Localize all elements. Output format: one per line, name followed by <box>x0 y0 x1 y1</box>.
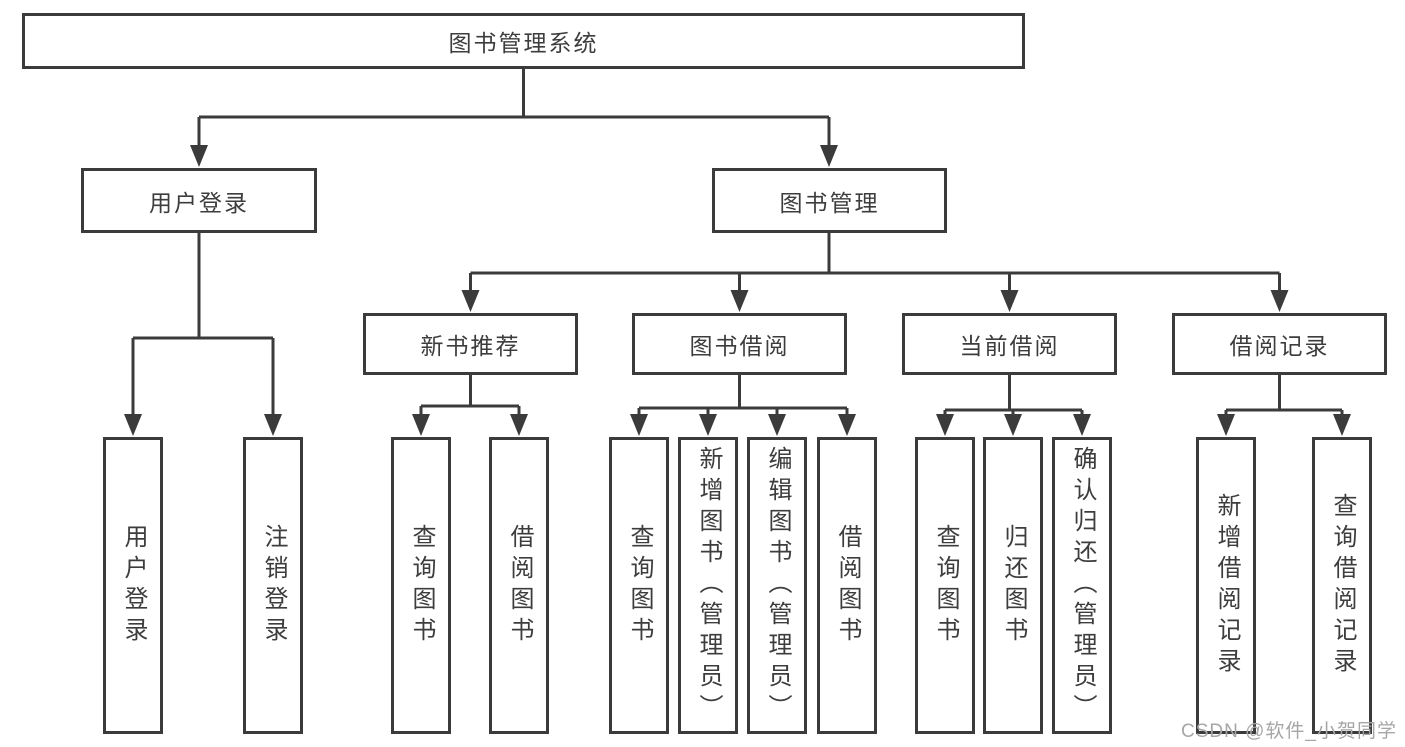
node-new-book-recommendation: 新书推荐 <box>363 313 578 375</box>
leaf-borrowing-add-books-admin: 新增图书（管理员） <box>678 437 738 734</box>
arrowhead <box>768 414 786 436</box>
leaf-current-query-books: 查询图书 <box>915 437 975 734</box>
csdn-watermark: CSDN @软件_小贺同学 <box>1181 721 1397 742</box>
arrowhead <box>630 414 648 436</box>
node-borrowing-records: 借阅记录 <box>1172 313 1387 375</box>
arrowhead <box>820 145 838 167</box>
connector-current-borrowing-to-leaves <box>943 375 1084 422</box>
arrowhead <box>1004 414 1022 436</box>
node-library-management-system: 图书管理系统 <box>22 13 1025 69</box>
arrowhead <box>190 145 208 167</box>
arrowhead <box>1217 414 1235 436</box>
arrowhead <box>699 414 717 436</box>
leaf-records-query-borrow-record: 查询借阅记录 <box>1312 437 1372 734</box>
arrowhead <box>730 290 749 312</box>
arrowhead <box>264 414 282 436</box>
leaf-logout: 注销登录 <box>243 437 303 734</box>
leaf-records-add-borrow-record: 新增借阅记录 <box>1196 437 1256 734</box>
arrowhead <box>936 414 954 436</box>
arrowhead <box>124 414 142 436</box>
node-book-borrowing: 图书借阅 <box>632 313 847 375</box>
connector-book-borrowing-to-leaves <box>637 375 849 422</box>
leaf-borrowing-edit-books-admin: 编辑图书（管理员） <box>747 437 807 734</box>
arrowhead <box>838 414 856 436</box>
node-user-login: 用户登录 <box>81 168 317 233</box>
connector-root-to-level1 <box>197 69 831 152</box>
node-current-borrowing: 当前借阅 <box>902 313 1117 375</box>
arrowhead <box>1073 414 1091 436</box>
connector-borrowing-records-to-leaves <box>1224 375 1344 422</box>
connector-user-login-to-leaves <box>131 233 275 422</box>
arrowhead <box>412 414 430 436</box>
arrowhead <box>1270 290 1289 312</box>
node-book-management: 图书管理 <box>712 168 947 233</box>
leaf-borrowing-query-books: 查询图书 <box>609 437 669 734</box>
leaf-current-return-books: 归还图书 <box>983 437 1043 734</box>
arrowhead <box>461 290 480 312</box>
leaf-current-confirm-return-admin: 确认归还（管理员） <box>1052 437 1112 734</box>
leaf-borrowing-borrow-books: 借阅图书 <box>817 437 877 734</box>
connector-new-book-to-leaves <box>419 375 521 422</box>
arrowhead <box>510 414 528 436</box>
leaf-user-login: 用户登录 <box>103 437 163 734</box>
arrowhead <box>1000 290 1019 312</box>
arrowhead <box>1333 414 1351 436</box>
leaf-newbook-borrow-books: 借阅图书 <box>489 437 549 734</box>
connector-book-management-to-level2 <box>469 233 1281 297</box>
leaf-newbook-query-books: 查询图书 <box>391 437 451 734</box>
